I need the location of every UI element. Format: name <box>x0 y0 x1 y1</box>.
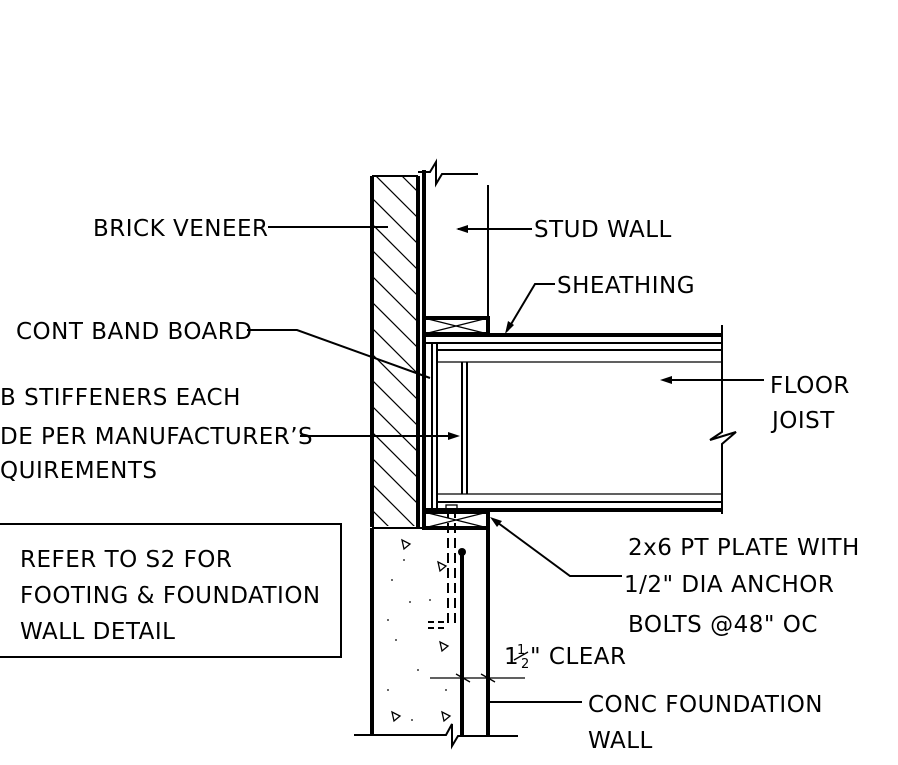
note-line1: REFER TO S2 FOR <box>20 547 232 573</box>
subfloor-sheathing <box>424 333 722 344</box>
floor-joist <box>424 325 737 514</box>
label-brick-veneer: BRICK VENEER <box>93 216 269 242</box>
label-plate-line2: 1/2" DIA ANCHOR <box>624 572 834 598</box>
note-line3: WALL DETAIL <box>20 619 176 645</box>
label-web-stiffeners-line3: QUIREMENTS <box>0 458 157 484</box>
label-clear: 1 1 2 " CLEAR <box>504 643 627 672</box>
brick-veneer <box>370 175 420 527</box>
note-line2: FOOTING & FOUNDATION <box>20 583 321 609</box>
label-band-board: CONT BAND BOARD <box>16 319 252 345</box>
label-foundation-line1: CONC FOUNDATION <box>588 692 823 718</box>
top-plate <box>422 316 490 336</box>
label-plate-line3: BOLTS @48" OC <box>628 612 818 638</box>
label-floor-joist-line2: JOIST <box>770 408 835 434</box>
leader-lines <box>247 225 764 703</box>
stud-wall <box>418 158 489 520</box>
band-board <box>431 343 438 510</box>
label-sheathing: SHEATHING <box>557 273 695 299</box>
label-plate-line1: 2x6 PT PLATE WITH <box>628 535 860 561</box>
label-web-stiffeners-line1: B STIFFENERS EACH <box>0 385 241 411</box>
label-stud-wall: STUD WALL <box>534 217 672 243</box>
note-box <box>0 523 342 658</box>
foundation-wall <box>354 504 525 750</box>
label-floor-joist-line1: FLOOR <box>770 373 850 399</box>
label-clear-suffix: " CLEAR <box>530 644 627 670</box>
label-clear-frac-num: 1 <box>517 643 526 658</box>
label-clear-whole: 1 <box>504 644 519 670</box>
label-clear-frac-den: 2 <box>521 657 530 672</box>
label-web-stiffeners-line2: DE PER MANUFACTURER’S <box>0 424 313 450</box>
label-foundation-line2: WALL <box>588 728 653 754</box>
